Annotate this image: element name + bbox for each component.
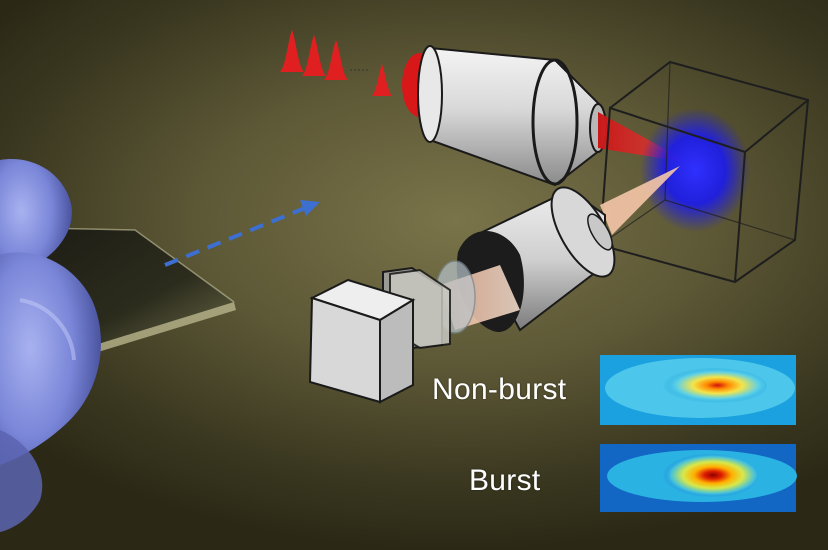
laser-pulse-train [280,30,392,96]
detector-cube [308,278,416,404]
gloved-hand [0,159,101,532]
burst-label: Burst [469,464,541,497]
excitation-objective [417,45,607,187]
sample-cube [598,60,810,284]
non-burst-heatmap [600,355,796,425]
direction-arrow [164,200,320,267]
burst-heatmap [600,444,797,512]
non-burst-label: Non-burst [432,373,567,406]
emission-cone [600,166,680,235]
